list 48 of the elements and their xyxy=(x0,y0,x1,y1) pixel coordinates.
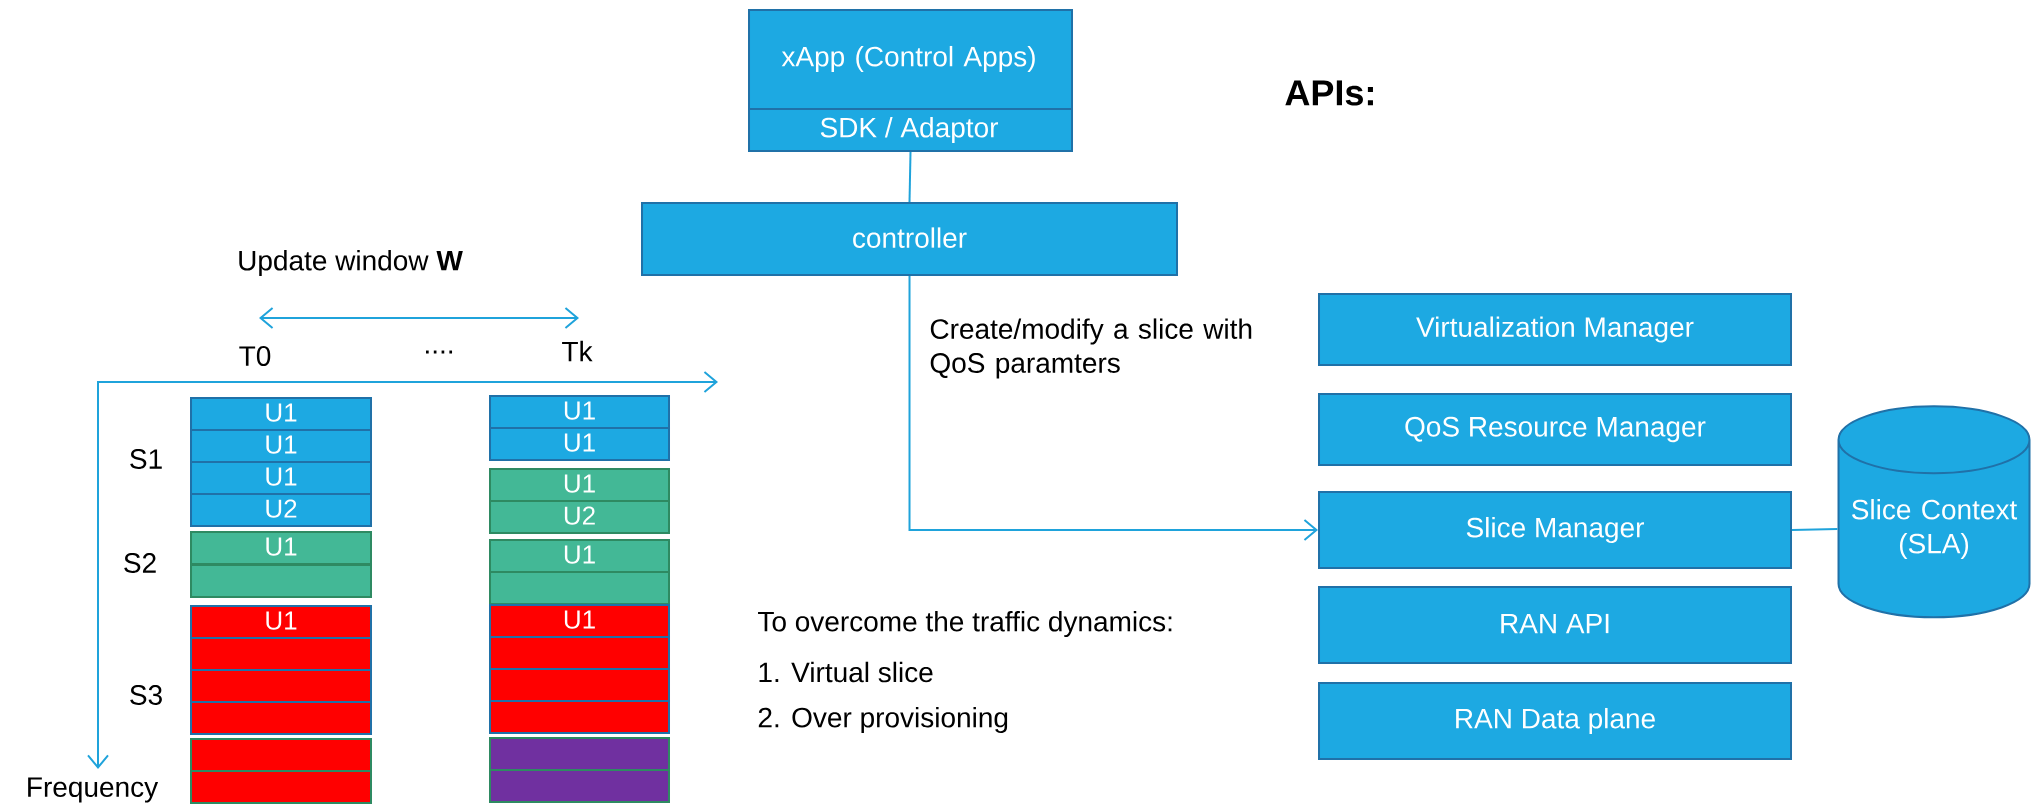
process-box: QoS Resource Manager xyxy=(1318,393,1792,466)
resource-block: U1 xyxy=(489,604,670,638)
database-cylinder: Slice Context (SLA) xyxy=(1837,405,2031,619)
process-box: Slice Manager xyxy=(1318,491,1792,569)
resource-block: U1 xyxy=(489,468,670,502)
resource-block: U1 xyxy=(190,397,372,431)
resource-block: U1 xyxy=(489,395,670,429)
resource-block: U1 xyxy=(190,429,372,463)
label: S1 xyxy=(130,449,162,469)
resource-block xyxy=(190,738,372,772)
resource-block xyxy=(489,737,670,771)
resource-block xyxy=(190,637,372,671)
label: T0 xyxy=(239,346,271,366)
resource-block: U2 xyxy=(190,493,372,527)
label: 1. Virtual slice xyxy=(759,661,933,683)
resource-block: U1 xyxy=(190,605,372,639)
connector xyxy=(908,151,912,203)
resource-block: U1 xyxy=(489,427,670,461)
label: S2 xyxy=(124,553,156,573)
process-box: controller xyxy=(641,202,1178,276)
connector xyxy=(1791,528,1839,531)
resource-block xyxy=(190,770,372,804)
label: APIs: xyxy=(1285,80,1373,106)
connector xyxy=(908,275,1318,541)
resource-block: U1 xyxy=(489,539,670,573)
resource-block xyxy=(489,571,670,605)
process-box: RAN API xyxy=(1318,586,1792,664)
resource-block xyxy=(489,668,670,702)
label: S3 xyxy=(130,685,162,705)
label: 2. Over provisioning xyxy=(758,706,1008,734)
resource-block: U1 xyxy=(190,531,372,565)
app-box: xApp (Control Apps) SDK / Adaptor xyxy=(747,9,1073,152)
label: Tk xyxy=(562,340,593,362)
label: To overcome the traffic dynamics: xyxy=(758,610,1172,638)
resource-block: U1 xyxy=(190,461,372,495)
resource-block xyxy=(190,564,372,598)
edge-label: Create/modify a slice with QoS paramters xyxy=(930,318,1252,379)
resource-block xyxy=(190,669,372,703)
resource-block xyxy=(190,701,372,735)
resource-block: U2 xyxy=(489,500,670,534)
process-box: RAN Data plane xyxy=(1318,682,1792,760)
label: .... xyxy=(426,350,453,354)
resource-block xyxy=(489,700,670,734)
label: Update window W xyxy=(239,249,463,277)
label: Frequency xyxy=(28,777,159,803)
process-box: Virtualization Manager xyxy=(1318,293,1792,366)
resource-block xyxy=(489,769,670,803)
resource-block xyxy=(489,636,670,670)
